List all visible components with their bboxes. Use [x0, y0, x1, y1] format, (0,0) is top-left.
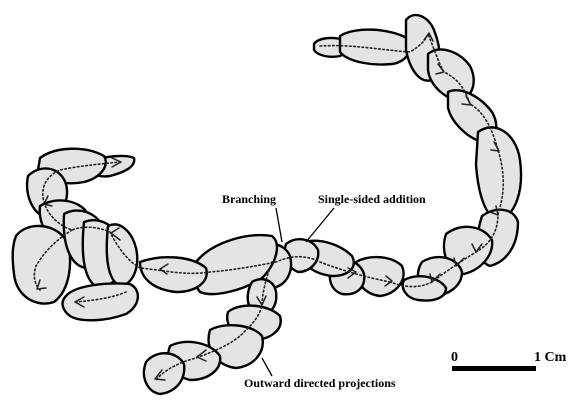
scale-start-label: 0 [451, 350, 458, 365]
segment-right-1 [476, 127, 521, 220]
segment-center-left-2 [140, 257, 207, 292]
segment-left-bottom [63, 284, 138, 321]
scale-bar-line [452, 366, 536, 371]
segment-top-1 [340, 30, 411, 65]
outward-projections-label: Outward directed projections [244, 376, 396, 390]
single-sided-addition-label: Single-sided addition [318, 192, 426, 206]
scale-bar: 0 1 Cm [451, 350, 567, 371]
segment-projection-2 [144, 353, 184, 394]
projections-leader [262, 358, 272, 376]
branching-leader [276, 208, 282, 242]
branching-label: Branching [222, 192, 276, 206]
left-cluster [13, 149, 138, 321]
scale-end-label: 1 Cm [534, 350, 567, 365]
single-sided-leader [306, 208, 334, 242]
